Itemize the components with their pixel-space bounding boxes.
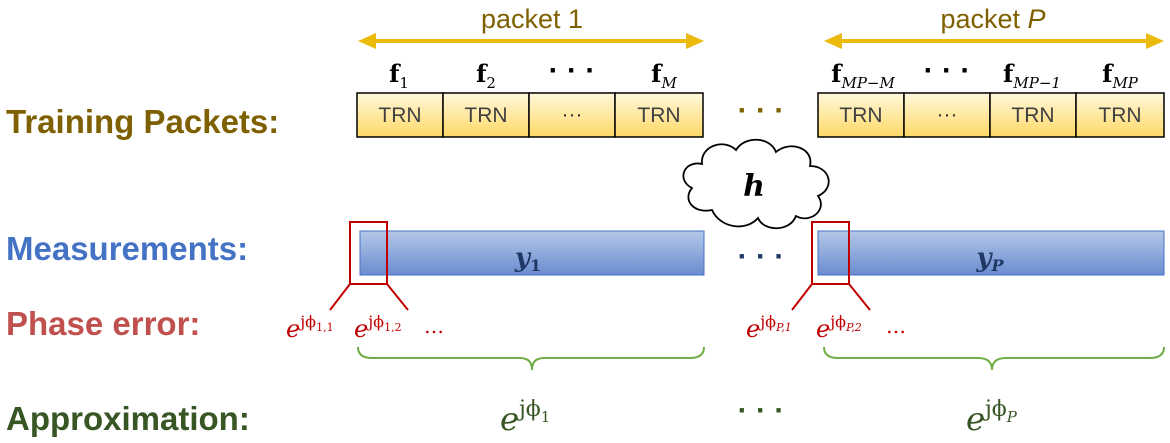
beam-f1: f1 <box>389 59 409 92</box>
channel-cloud-icon <box>682 138 830 230</box>
brace-packet-p <box>823 346 1165 371</box>
brace-packet-1 <box>357 346 705 371</box>
beam-fmp-m: fMP−M <box>831 59 895 92</box>
trn-block <box>903 92 991 138</box>
trn-block <box>442 92 530 138</box>
zoom-indicator-packet-p <box>791 221 871 311</box>
approximation-phase-1: ejϕ1 <box>500 397 550 438</box>
training-packets-label: Training Packets: <box>6 103 279 140</box>
phase-error-p-1: ejϕP,1 <box>746 312 792 343</box>
phase-errors-packet-1: ejϕ1,1 ejϕ1,2 … <box>286 312 444 343</box>
beam-fm: fM <box>651 59 677 92</box>
beam-f2: f2 <box>476 59 496 92</box>
measurement-y1: y1 <box>514 243 541 275</box>
packet-1-label: packet 1 <box>481 4 583 34</box>
phase-error-1-2: ejϕ1,2 <box>354 312 402 343</box>
phase-error-dots-1: … <box>424 314 444 338</box>
trn-label: TRN <box>839 104 882 127</box>
trn-block <box>614 92 704 138</box>
measurement-yp: yP <box>975 243 1004 275</box>
trn-label: ··· <box>562 103 583 126</box>
approximation-label: Approximation: <box>6 400 250 437</box>
trn-label: TRN <box>1098 104 1141 127</box>
phase-error-dots-p: … <box>886 314 906 338</box>
beam-fmp-1: fMP−1 <box>1003 59 1061 92</box>
measurement-bar-yp <box>817 230 1165 276</box>
trn-label: TRN <box>637 104 680 127</box>
packet-1-trn-blocks: TRN TRN ··· TRN <box>356 92 704 138</box>
measurement-separator-dots: · · · <box>738 240 785 273</box>
phase-error-p-2: ejϕP,2 <box>816 312 862 343</box>
trn-block <box>528 92 616 138</box>
trn-label: TRN <box>464 104 507 127</box>
approximation-separator-dots: · · · <box>738 394 785 427</box>
packet-p-span-arrow <box>824 33 1164 49</box>
phase-error-label: Phase error: <box>6 305 200 342</box>
trn-label: TRN <box>1011 104 1054 127</box>
packet-p-label: packet P <box>940 4 1045 34</box>
beam-dots-1: · · · <box>549 54 596 87</box>
measurements-label: Measurements: <box>6 230 248 267</box>
trn-block <box>1075 92 1165 138</box>
beam-dots-2: · · · <box>924 54 971 87</box>
trn-label: ··· <box>937 103 958 126</box>
packet-1-span-arrow <box>358 33 704 49</box>
beam-fmp: fMP <box>1102 59 1139 92</box>
zoom-indicator-packet-1 <box>329 221 409 311</box>
channel-h: h <box>743 169 765 204</box>
trn-block <box>989 92 1077 138</box>
phase-errors-packet-p: ejϕP,1 ejϕP,2 … <box>746 312 906 343</box>
phase-error-1-1: ejϕ1,1 <box>286 312 334 343</box>
packet-p-trn-blocks: TRN ··· TRN TRN <box>817 92 1165 138</box>
trn-label: TRN <box>378 104 421 127</box>
approximation-phase-p: ejϕP <box>966 397 1018 438</box>
training-separator-dots: · · · <box>738 94 785 127</box>
measurement-bar-y1 <box>359 230 705 276</box>
